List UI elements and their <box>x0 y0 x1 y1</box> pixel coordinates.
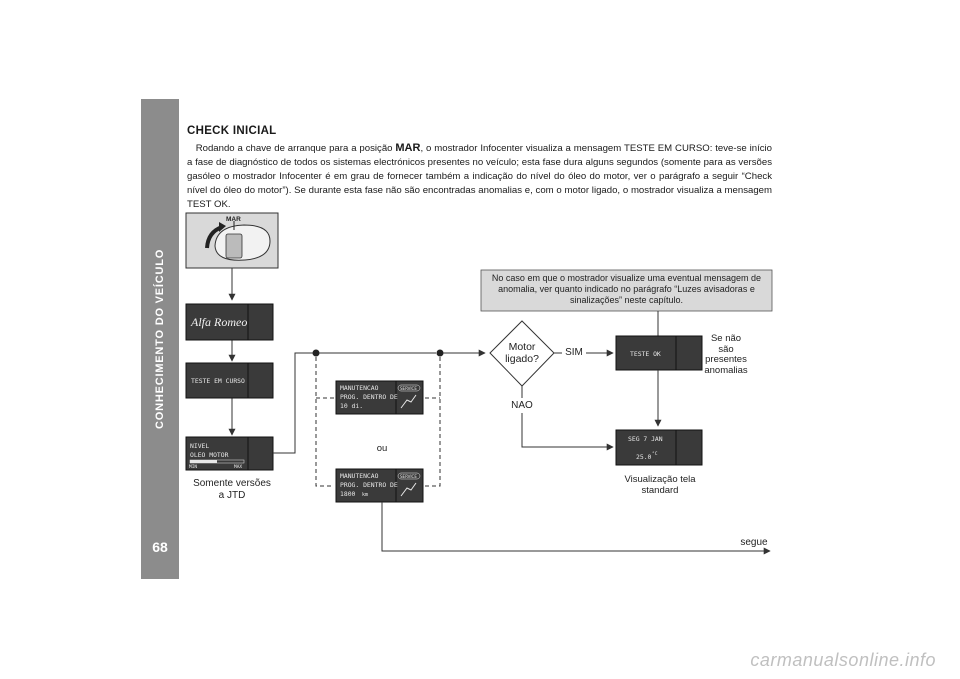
page-number: 68 <box>152 539 168 555</box>
maint-km-line3: 1800 <box>340 490 356 498</box>
oil-level-bar-track <box>189 459 245 464</box>
test-running-text: TESTE EM CURSO <box>191 377 245 385</box>
test-ok-text: TESTE OK <box>630 350 661 358</box>
service-badge: SERVICE <box>400 386 417 391</box>
maintenance-km-display: MANUTENCAO PROG. DENTRO DE 1800 km SERVI… <box>335 468 424 503</box>
body-text-start: Rodando a chave de arranque para a posiç… <box>195 143 396 154</box>
sidebar-tab: CONHECIMENTO DO VEÍCULO 68 <box>141 99 179 579</box>
chapter-title: CONHECIMENTO DO VEÍCULO <box>154 248 166 429</box>
wrench-icon-km <box>400 482 417 497</box>
maint-km-line2: PROG. DENTRO DE <box>340 481 398 489</box>
decision-question: Motor ligado? <box>505 341 539 365</box>
service-badge-km: SERVICE <box>400 474 417 479</box>
maint-km-unit: km <box>362 492 368 498</box>
key-position-label: MAR <box>226 216 241 223</box>
logo-display: Alfa Romeo <box>185 303 274 341</box>
standard-temp-unit: °C <box>652 451 658 457</box>
oil-caption: Somente versões a JTD <box>193 478 271 501</box>
standard-temp: 25.0 <box>636 453 652 461</box>
oil-level-display: NIVEL OLEO MOTOR MIN MAX <box>185 436 274 471</box>
body-paragraph: Rodando a chave de arranque para a posiç… <box>187 141 772 212</box>
maint-days-line1: MANUTENCAO <box>340 384 379 392</box>
wrench-icon <box>400 394 417 409</box>
or-label: ou <box>376 443 388 454</box>
watermark: carmanualsonline.info <box>750 650 936 670</box>
maint-days-line3: 10 di. <box>340 402 363 410</box>
ignition-key-illustration: MAR <box>185 212 279 269</box>
yes-label: SIM <box>565 347 583 358</box>
no-anomaly-caption: Se não são presentes anomalias <box>704 333 748 376</box>
oil-max-label: MAX <box>234 464 242 470</box>
oil-min-label: MIN <box>189 464 197 470</box>
oil-level-bar-fill <box>190 460 217 463</box>
test-running-display: TESTE EM CURSO <box>185 362 274 399</box>
standard-display: SEG 7 JAN 25.0 °C <box>615 429 703 466</box>
body-text-end: , o mostrador Infocenter visualiza a men… <box>187 143 773 210</box>
standard-date: SEG 7 JAN <box>628 435 663 443</box>
test-ok-display: TESTE OK <box>615 335 703 371</box>
continue-label: segue <box>740 537 768 548</box>
standard-caption: Visualização tela standard <box>624 474 696 496</box>
maintenance-days-display: MANUTENCAO PROG. DENTRO DE 10 di. SERVIC… <box>335 380 424 415</box>
maint-km-line1: MANUTENCAO <box>340 472 379 480</box>
anomaly-note-text: No caso em que o mostrador visualize uma… <box>491 273 762 305</box>
no-label: NAO <box>511 400 533 411</box>
maint-days-line2: PROG. DENTRO DE <box>340 393 398 401</box>
section-heading: CHECK INICIAL <box>187 125 277 137</box>
alfa-romeo-logo: Alfa Romeo <box>190 315 247 329</box>
oil-level-line2: OLEO MOTOR <box>190 451 229 459</box>
oil-level-line1: NIVEL <box>190 442 209 450</box>
body-text-mar: MAR <box>395 142 421 154</box>
